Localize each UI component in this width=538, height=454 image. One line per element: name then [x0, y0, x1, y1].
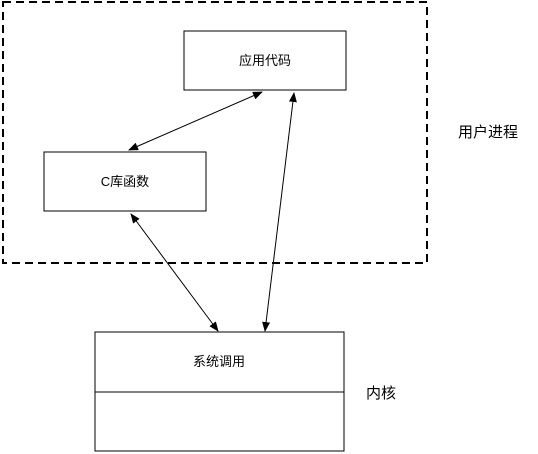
arrow-app-to-syscall [262, 92, 297, 332]
arrow-clib-to-syscall [130, 213, 219, 332]
arrow-app-to-clib [128, 91, 263, 151]
app-code-box: 应用代码 [183, 30, 347, 91]
user-process-label: 用户进程 [458, 124, 518, 141]
syscall-box: 系统调用 [94, 331, 345, 452]
syscall-label: 系统调用 [193, 354, 245, 369]
app-code-label: 应用代码 [239, 53, 291, 68]
c-library-label: C库函数 [101, 174, 149, 189]
c-library-box: C库函数 [43, 151, 207, 212]
kernel-label: 内核 [366, 385, 396, 402]
